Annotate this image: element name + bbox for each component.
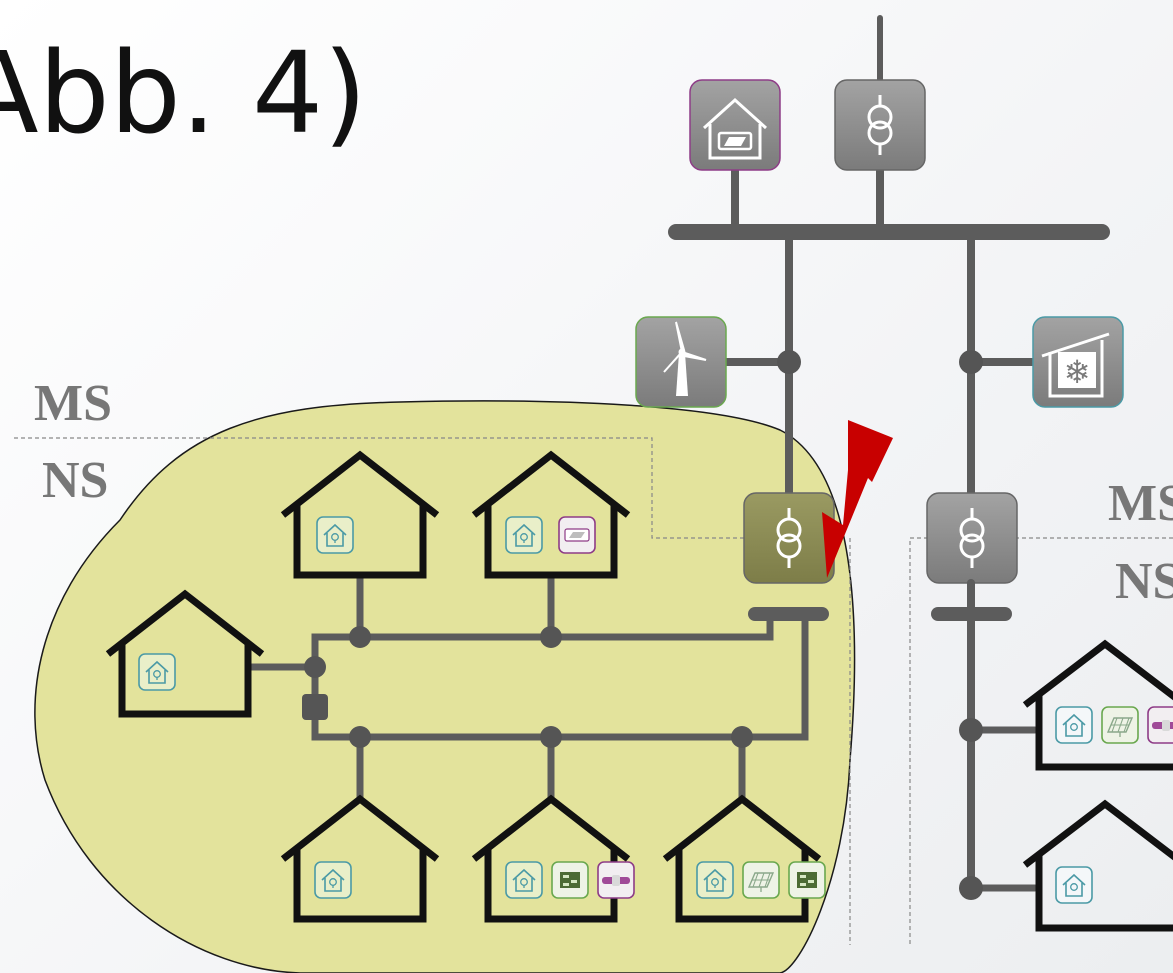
level-label-ns-right: NS <box>1115 553 1173 610</box>
level-label-ms-right: MS <box>1108 475 1173 532</box>
house-2 <box>471 450 631 579</box>
house-battery-device <box>689 79 781 171</box>
wind-turbine-device <box>635 316 727 408</box>
house-6 <box>662 794 826 923</box>
transformer-left-faulty <box>743 492 835 584</box>
house-1 <box>280 450 440 579</box>
lightning-icon <box>822 420 893 578</box>
battery-storage-icon <box>558 516 596 554</box>
level-label-ns-left: NS <box>42 452 108 509</box>
transformer-right <box>926 492 1018 584</box>
consumer-icon <box>1055 706 1093 744</box>
ev-storage-icon <box>1147 706 1173 744</box>
node-wind <box>777 350 801 374</box>
consumer-icon <box>1055 866 1093 904</box>
consumer-icon <box>314 861 352 899</box>
node-cold-storage <box>959 350 983 374</box>
consumer-icon <box>505 861 543 899</box>
ns-network-left <box>246 571 809 804</box>
page-title: Abb. 4) <box>0 29 367 159</box>
switch-icon <box>302 694 328 720</box>
house-8 <box>1022 799 1173 932</box>
wind-turbine-icon <box>663 321 707 396</box>
consumer-icon <box>505 516 543 554</box>
consumer-icon <box>316 516 354 554</box>
pv-icon <box>742 861 780 899</box>
ev-storage-icon <box>597 861 635 899</box>
level-separator-left <box>14 437 760 539</box>
house-4 <box>280 794 440 923</box>
consumer-icon <box>696 861 734 899</box>
ns-network-right <box>959 579 1039 900</box>
consumer-icon <box>138 653 176 691</box>
level-separator-right <box>909 537 1173 945</box>
level-label-ms-left: MS <box>34 375 112 432</box>
chp-icon <box>551 861 589 899</box>
pv-icon <box>1101 706 1139 744</box>
house-7 <box>1022 639 1173 771</box>
house-battery-icon <box>702 97 768 160</box>
house-3 <box>105 589 265 718</box>
highlight-region <box>34 400 856 973</box>
transformer-hv <box>834 79 926 171</box>
house-5 <box>471 794 635 923</box>
chp-icon <box>788 861 826 899</box>
cold-storage-device: ❄ <box>1032 316 1124 408</box>
svg-text:❄: ❄ <box>1064 353 1091 391</box>
snowflake-building-icon: ❄ <box>1041 332 1110 398</box>
